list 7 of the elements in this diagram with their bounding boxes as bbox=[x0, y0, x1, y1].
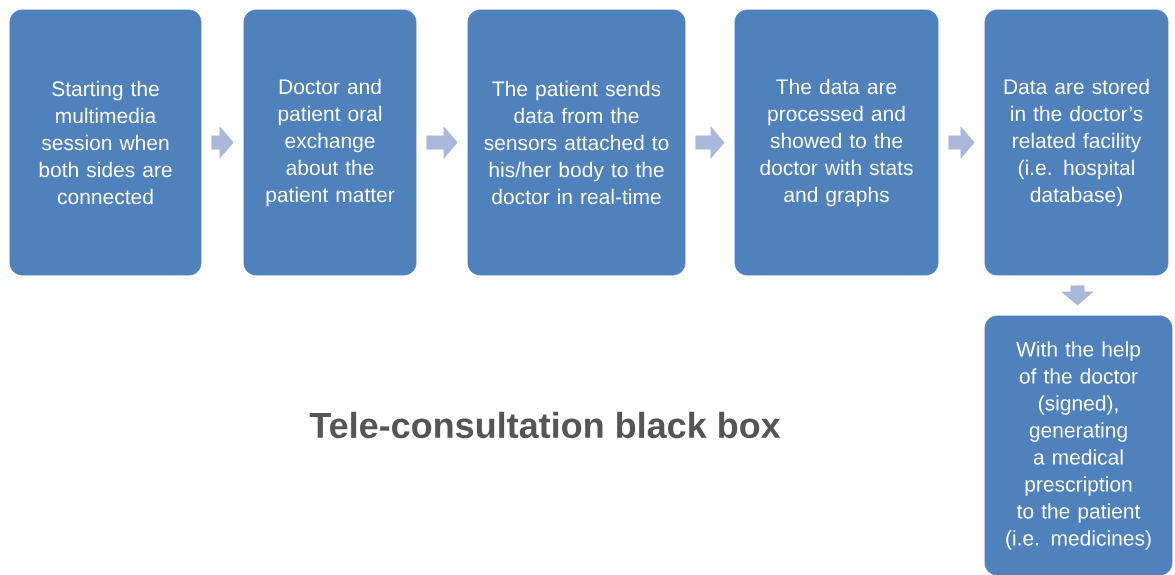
process-box: Doctor and patient oral exchange about the patient matter bbox=[243, 9, 417, 276]
diagram-title: Tele-consultation black box bbox=[309, 411, 781, 439]
process-box: With the help of the doctor (signed), generating a medical prescription to the patient (i.e. medicines) bbox=[984, 315, 1173, 575]
process-box: The data are processed and showed to the doctor with stats and graphs bbox=[734, 9, 939, 276]
process-box: The patient sends data from the sensors attached to his/her body to the doctor in real-time bbox=[467, 9, 686, 276]
process-box: Data are stored in the doctor’s related facility (i.e. hospital database) bbox=[984, 9, 1169, 276]
process-box: Starting the multimedia session when both sides are connected bbox=[9, 9, 202, 276]
